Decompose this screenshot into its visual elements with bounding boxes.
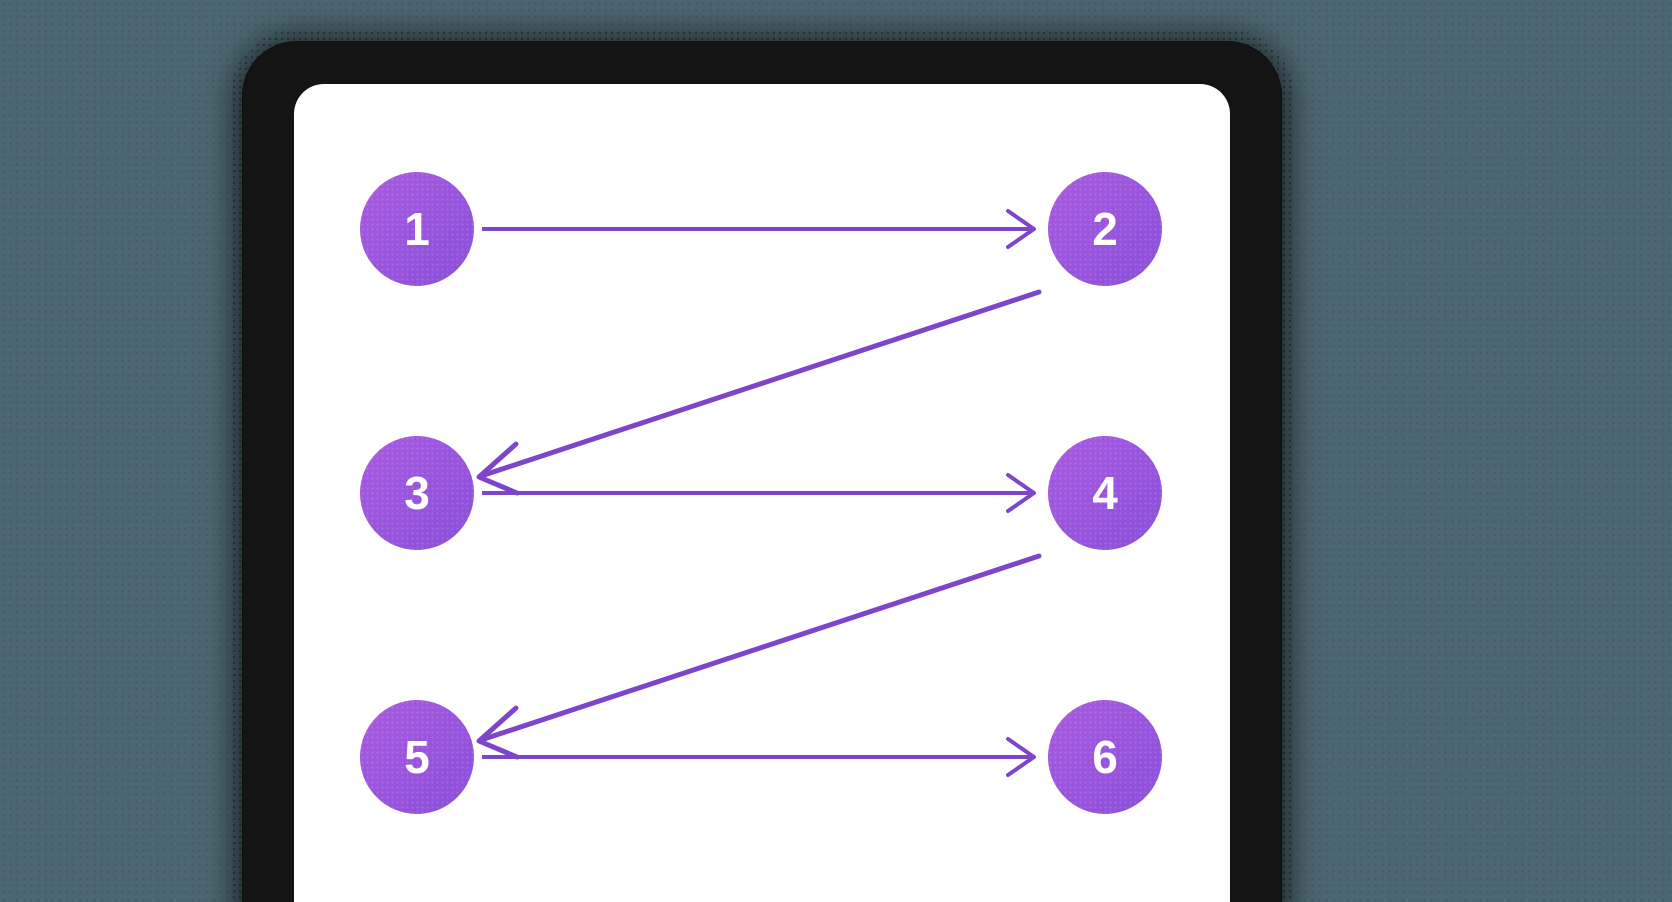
sequence-diagram: 1 2 3 4 5 6 bbox=[294, 84, 1230, 902]
node-label: 5 bbox=[404, 731, 430, 783]
edge-4-to-5 bbox=[476, 553, 1042, 760]
edge-2-to-3 bbox=[476, 289, 1042, 496]
diagram-edge-layer bbox=[476, 209, 1042, 777]
device-screen: 1 2 3 4 5 6 bbox=[294, 84, 1230, 902]
node-label: 4 bbox=[1092, 467, 1118, 519]
node-label: 2 bbox=[1092, 203, 1118, 255]
edge-5-to-6 bbox=[482, 737, 1036, 777]
diagram-node-2[interactable]: 2 bbox=[1048, 172, 1162, 286]
edge-3-to-4 bbox=[482, 473, 1036, 513]
diagram-node-6[interactable]: 6 bbox=[1048, 700, 1162, 814]
diagram-node-4[interactable]: 4 bbox=[1048, 436, 1162, 550]
diagram-node-3[interactable]: 3 bbox=[360, 436, 474, 550]
node-label: 3 bbox=[404, 467, 430, 519]
diagram-node-1[interactable]: 1 bbox=[360, 172, 474, 286]
node-label: 1 bbox=[404, 203, 430, 255]
diagram-node-5[interactable]: 5 bbox=[360, 700, 474, 814]
edge-1-to-2 bbox=[482, 209, 1036, 249]
node-label: 6 bbox=[1092, 731, 1118, 783]
